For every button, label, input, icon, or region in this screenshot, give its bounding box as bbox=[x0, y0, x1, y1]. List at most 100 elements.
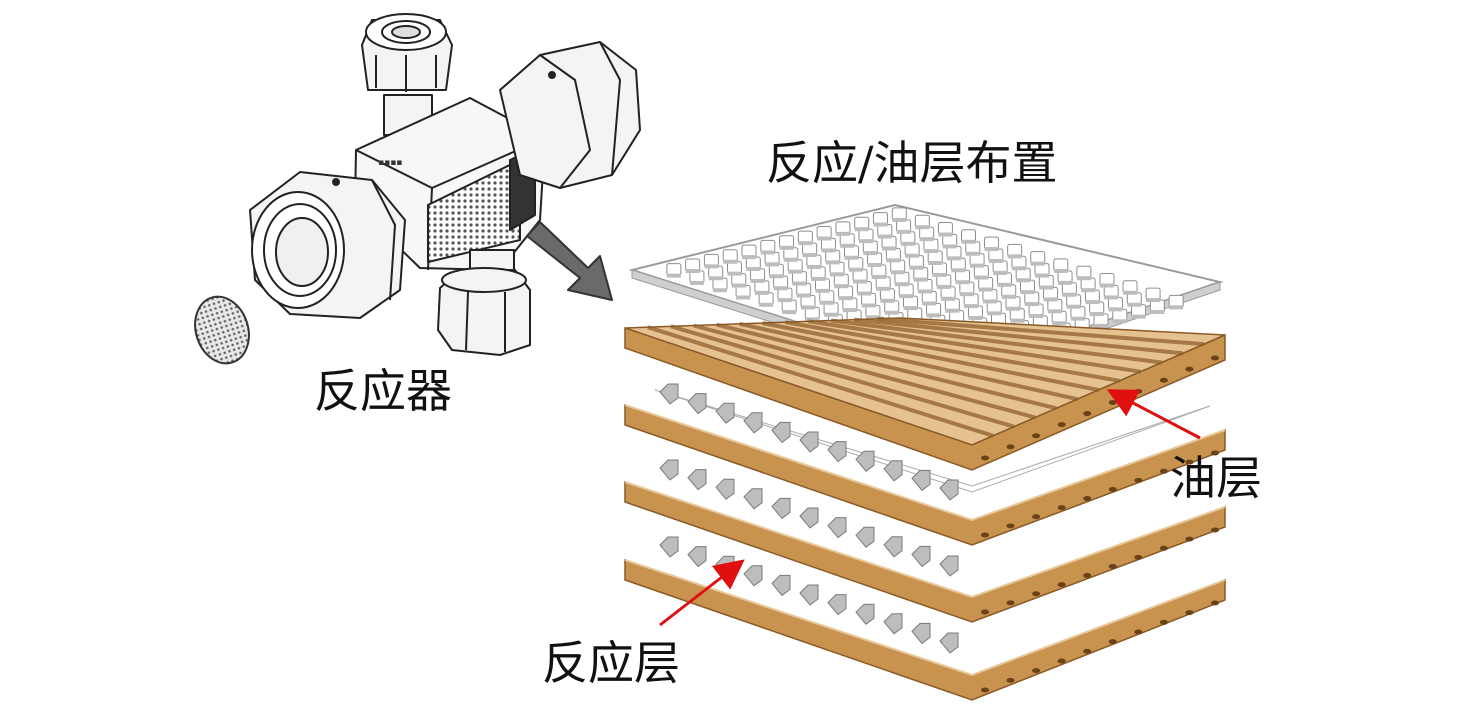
bump-shadow bbox=[727, 271, 742, 276]
oil-channels bbox=[647, 316, 1205, 438]
oil-layer-4 bbox=[624, 558, 1226, 701]
bump bbox=[687, 546, 707, 568]
channel-hole bbox=[1057, 505, 1066, 511]
channel-hole bbox=[1211, 527, 1219, 533]
reaction-layer-2 bbox=[654, 383, 1211, 501]
bump-shadow bbox=[1099, 283, 1114, 288]
bump-shadow bbox=[689, 280, 704, 285]
bump-shadow bbox=[798, 241, 813, 246]
bump-shadow bbox=[867, 263, 882, 267]
left-nut bbox=[249, 171, 406, 319]
bump-shadow bbox=[779, 245, 794, 250]
bump-shadow bbox=[915, 225, 930, 230]
thick-arrow-right-down-icon bbox=[526, 221, 613, 301]
bump bbox=[799, 584, 819, 606]
bump-shadow bbox=[731, 283, 746, 288]
bump-shadow bbox=[1011, 266, 1026, 271]
bump-shadow bbox=[840, 243, 855, 248]
bump-shadow bbox=[817, 236, 832, 241]
bump-shadow bbox=[765, 262, 780, 267]
side-bumps bbox=[659, 536, 959, 654]
bump-shadow bbox=[830, 272, 844, 277]
layer-stack bbox=[624, 203, 1226, 701]
channel-hole bbox=[981, 687, 989, 693]
channel-hole bbox=[1006, 523, 1015, 529]
bump-shadow bbox=[955, 280, 970, 285]
red-arrow-icon-reaction bbox=[659, 559, 745, 627]
reaction-layer-3 bbox=[659, 459, 959, 577]
bump-shadow bbox=[824, 312, 839, 317]
bump-shadow bbox=[853, 279, 868, 284]
top-nut bbox=[361, 13, 453, 136]
bump bbox=[827, 594, 847, 616]
bump bbox=[939, 555, 959, 577]
bump-shadow bbox=[918, 289, 932, 294]
bump-shadow bbox=[865, 315, 880, 320]
bump-shadow bbox=[1006, 306, 1020, 311]
bump bbox=[799, 431, 819, 453]
oil-layer-1 bbox=[624, 316, 1226, 471]
bump-shadow bbox=[896, 229, 911, 234]
bump-shadow bbox=[1016, 278, 1031, 283]
channel-hole bbox=[1006, 444, 1015, 450]
bump-shadow bbox=[848, 267, 863, 272]
channel-hole bbox=[1108, 639, 1117, 645]
bump bbox=[743, 412, 763, 434]
bump-shadow bbox=[899, 294, 914, 299]
bump-shadow bbox=[922, 301, 937, 306]
bump-shadow bbox=[987, 311, 1002, 316]
bump-shadow bbox=[811, 276, 826, 281]
bump-shadow bbox=[903, 306, 918, 311]
oil-channel bbox=[693, 323, 1036, 420]
oil-channel bbox=[647, 325, 994, 438]
bump-shadow bbox=[932, 272, 947, 277]
channel-hole bbox=[1083, 411, 1092, 417]
bump-shadow bbox=[978, 287, 993, 292]
bump-shadow bbox=[1010, 318, 1025, 323]
channel-hole bbox=[1083, 573, 1092, 579]
bump bbox=[771, 574, 791, 597]
bump-shadow bbox=[788, 269, 803, 274]
bump bbox=[855, 603, 875, 625]
channel-hole bbox=[1134, 554, 1143, 560]
bump bbox=[743, 488, 763, 510]
bump-shadow bbox=[806, 265, 821, 269]
bump-shadow bbox=[945, 308, 960, 313]
bump-shadow bbox=[942, 244, 957, 249]
bump bbox=[659, 536, 679, 558]
bump-shadow bbox=[884, 310, 899, 315]
bump-shadow bbox=[1053, 268, 1068, 273]
bump-shadow bbox=[873, 222, 888, 227]
bump-shadow bbox=[1035, 273, 1049, 278]
bump-shadow bbox=[982, 299, 997, 304]
bump-shadow bbox=[1024, 302, 1039, 307]
bump-shadow bbox=[886, 258, 901, 263]
channel-hole bbox=[1108, 399, 1117, 405]
reactor-fitting-icon: ▪▪▪▪ bbox=[249, 13, 641, 356]
bump-shadow bbox=[844, 255, 859, 260]
bump-shadow bbox=[1030, 261, 1045, 266]
bump-shadow bbox=[863, 251, 878, 256]
bump bbox=[911, 622, 931, 645]
bump bbox=[799, 507, 819, 529]
bump-shadow bbox=[1029, 314, 1044, 318]
channel-hole bbox=[1108, 563, 1117, 569]
bump-shadow bbox=[876, 286, 891, 291]
bump-shadow bbox=[704, 264, 719, 269]
bump-shadow bbox=[970, 263, 985, 268]
bump bbox=[827, 441, 847, 463]
oil-channel bbox=[808, 319, 1141, 374]
bump-shadow bbox=[1066, 304, 1081, 309]
bump-shadow bbox=[928, 261, 943, 265]
bump-shadow bbox=[825, 260, 840, 265]
oil-channel bbox=[670, 324, 1015, 429]
bump-shadow bbox=[842, 308, 857, 313]
bump bbox=[855, 526, 875, 548]
oil-channel bbox=[762, 321, 1099, 392]
bump bbox=[715, 402, 735, 424]
bump-shadow bbox=[947, 256, 961, 261]
bump bbox=[939, 479, 959, 501]
bump-shadow bbox=[993, 270, 1008, 275]
bump-shadow bbox=[968, 316, 983, 320]
